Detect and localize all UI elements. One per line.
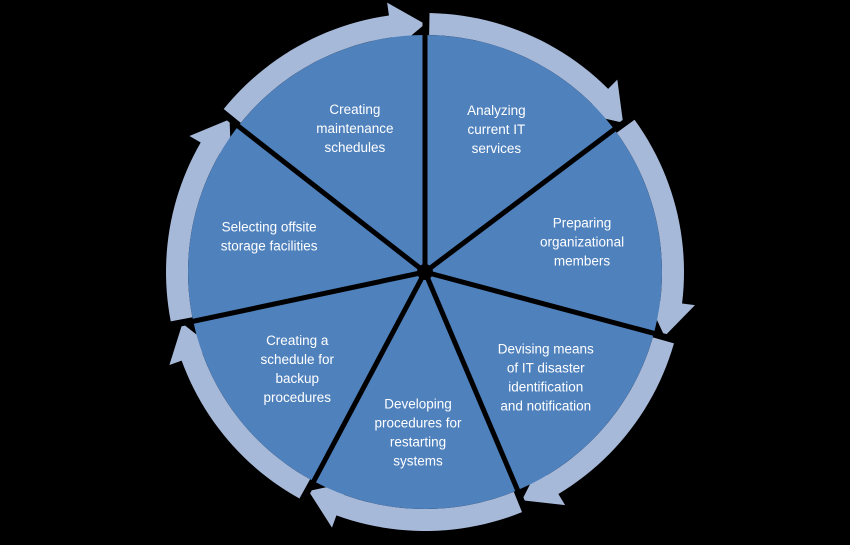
segment-preparing — [425, 129, 662, 334]
divider-line — [205, 100, 427, 274]
segment-label-line: maintenance — [316, 121, 393, 136]
segment-label-line: services — [472, 141, 522, 156]
segment-analyzing — [425, 35, 615, 272]
segment-maintenance — [238, 35, 425, 272]
divider-line — [423, 103, 647, 274]
segment-label-line: Creating — [329, 102, 380, 117]
cycle-ring — [166, 2, 695, 531]
segment-label-line: restarting — [390, 434, 446, 449]
segment-label-line: Devising means — [498, 341, 594, 356]
segment-label-line: Creating a — [266, 333, 329, 348]
segment-schedule-backup — [193, 272, 425, 482]
segment-label-schedule-backup: Creating a schedule for backup procedures — [260, 333, 334, 405]
segment-label-line: Analyzing — [467, 103, 526, 118]
cycle-arrow-developing — [308, 482, 523, 531]
segment-label-preparing: Preparing organizational members — [540, 215, 624, 268]
segment-developing — [313, 272, 518, 509]
segment-label-line: procedures — [263, 390, 331, 405]
segment-label-line: systems — [393, 453, 443, 468]
segment-label-maintenance: Creating maintenance schedules — [316, 102, 393, 155]
segment-pie — [187, 35, 662, 509]
segment-label-line: backup — [275, 371, 319, 386]
segment-label-line: identification — [508, 379, 583, 394]
center-hub — [417, 264, 433, 280]
segment-label-line: organizational — [540, 234, 624, 249]
segment-label-line: schedules — [324, 140, 385, 155]
segment-label-line: storage facilities — [221, 239, 318, 254]
cycle-arrow-preparing — [616, 119, 695, 337]
segment-label-line: and notification — [500, 398, 591, 413]
cycle-arrow-analyzing — [429, 13, 624, 123]
segment-label-line: of IT disaster — [507, 360, 585, 375]
segment-label-line: members — [554, 253, 611, 268]
divider-line — [293, 270, 428, 517]
segment-label-line: Selecting offsite — [222, 220, 317, 235]
segment-label-line: current IT — [468, 122, 526, 137]
divider-line — [422, 271, 536, 528]
segment-label-line: Preparing — [553, 215, 612, 230]
cycle-arrow-offsite — [166, 119, 232, 322]
divider-line — [154, 269, 426, 332]
segment-label-line: schedule for — [260, 352, 334, 367]
segment-devising — [425, 272, 654, 491]
segment-label-devising: Devising means of IT disaster identificati… — [498, 341, 594, 413]
cycle-arrow-devising — [521, 337, 674, 506]
segment-label-developing: Developing procedures for restarting system… — [374, 396, 462, 468]
segment-dividers — [154, 0, 693, 528]
segment-label-offsite: Selecting offsite storage facilities — [221, 220, 318, 254]
cycle-arrow-maintenance — [223, 2, 425, 123]
segment-label-analyzing: Analyzing current IT services — [467, 103, 526, 156]
cycle-arrow-schedule-backup — [169, 323, 311, 499]
segment-label-line: Developing — [384, 396, 452, 411]
divider-line — [424, 269, 693, 346]
segment-offsite — [187, 126, 425, 322]
segment-label-line: procedures for — [374, 415, 462, 430]
